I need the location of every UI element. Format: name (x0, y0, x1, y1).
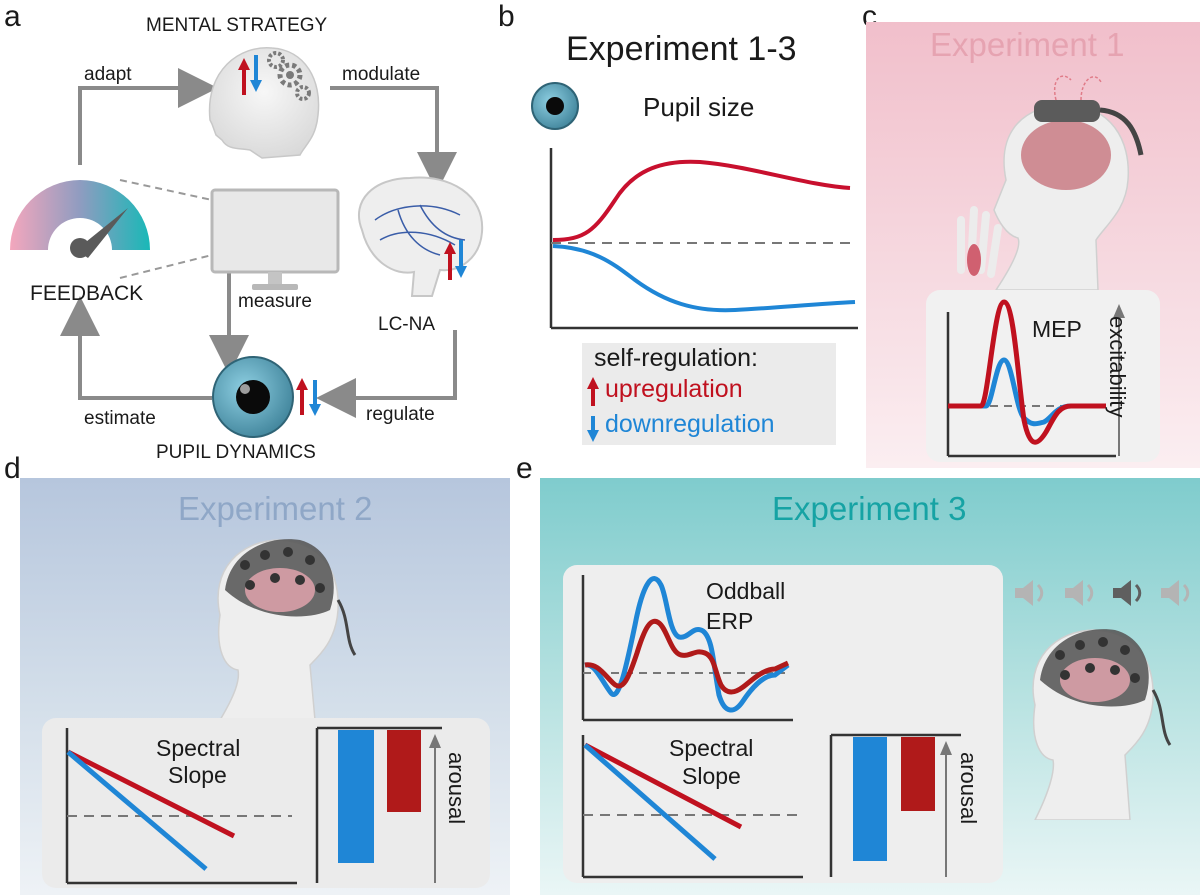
downregulation-curve (552, 244, 856, 313)
mental-strategy-label: MENTAL STRATEGY (146, 15, 328, 36)
bar-down (338, 730, 374, 863)
panel-e-plots (581, 575, 961, 879)
experiment2-title: Experiment 2 (178, 490, 373, 527)
eeg-head-illustration-3 (1032, 629, 1172, 820)
pupil-dynamics-label: PUPIL DYNAMICS (156, 442, 316, 463)
regulate-arrow (316, 330, 457, 418)
hand-icon (957, 206, 1002, 278)
bar-down-e (853, 737, 887, 861)
erp-down-curve (584, 576, 790, 713)
spectral-label-d: Spectral (156, 735, 241, 761)
tms-head-illustration (957, 75, 1144, 290)
oddball-label: Oddball (706, 578, 786, 604)
pupil-size-plot (531, 82, 858, 330)
brain-icon (357, 176, 484, 297)
panel-a-diagram (10, 47, 484, 438)
panel-label-d: d (4, 452, 21, 485)
arousal-label-d: arousal (444, 752, 469, 825)
feedback-gauge-icon (10, 180, 150, 258)
panel-d-plots (65, 726, 442, 885)
excitability-label: excitability (1105, 316, 1130, 418)
speaker-icons (1015, 580, 1190, 606)
estimate-arrow (60, 296, 212, 400)
head-gears-icon (208, 47, 320, 159)
bar-up-e (901, 737, 935, 811)
panel-label-b: b (498, 0, 515, 33)
arousal-label-e: arousal (956, 752, 981, 825)
panel-label-a: a (4, 0, 21, 33)
spectral-label-e: Spectral (669, 735, 754, 761)
panel-b-title: Experiment 1-3 (566, 30, 797, 68)
experiment1-title: Experiment 1 (930, 26, 1125, 63)
lcna-label: LC-NA (378, 314, 436, 335)
mep-label: MEP (1032, 316, 1082, 342)
upregulation-curve (552, 159, 851, 242)
regulate-label: regulate (366, 404, 435, 425)
mep-down-curve (948, 357, 1106, 427)
slope-label-e: Slope (682, 763, 741, 789)
erp-label: ERP (706, 608, 754, 634)
slope-label-d: Slope (168, 762, 227, 788)
mep-plot (946, 299, 1125, 458)
legend-downregulation: downregulation (605, 410, 775, 438)
measure-label: measure (238, 291, 312, 312)
mep-up-curve (948, 299, 1106, 445)
adapt-arrow (78, 68, 218, 165)
modulate-arrow (330, 86, 457, 192)
legend-arrows (587, 377, 599, 442)
panel-label-e: e (516, 452, 533, 485)
erp-up-curve (584, 619, 790, 695)
feedback-label: FEEDBACK (30, 282, 144, 305)
legend-title: self-regulation: (594, 344, 758, 372)
regulation-legend (582, 343, 836, 445)
pupil-size-label: Pupil size (643, 92, 755, 122)
bar-up (387, 730, 421, 812)
modulate-label: modulate (342, 64, 421, 85)
brain-shape (1021, 120, 1111, 190)
monitor-icon (210, 188, 340, 290)
tms-coil (1034, 100, 1100, 122)
experiment3-title: Experiment 3 (772, 490, 967, 527)
spectral-up-line-e (583, 742, 743, 830)
pupil-eye-icon (212, 356, 321, 438)
eeg-head-illustration-2 (217, 539, 357, 720)
spectral-down-line-e (583, 743, 717, 861)
spectral-down-line (66, 750, 208, 871)
adapt-label: adapt (84, 64, 132, 85)
spectral-up-line (66, 749, 236, 839)
legend-upregulation: upregulation (605, 375, 743, 403)
estimate-label: estimate (84, 408, 156, 429)
